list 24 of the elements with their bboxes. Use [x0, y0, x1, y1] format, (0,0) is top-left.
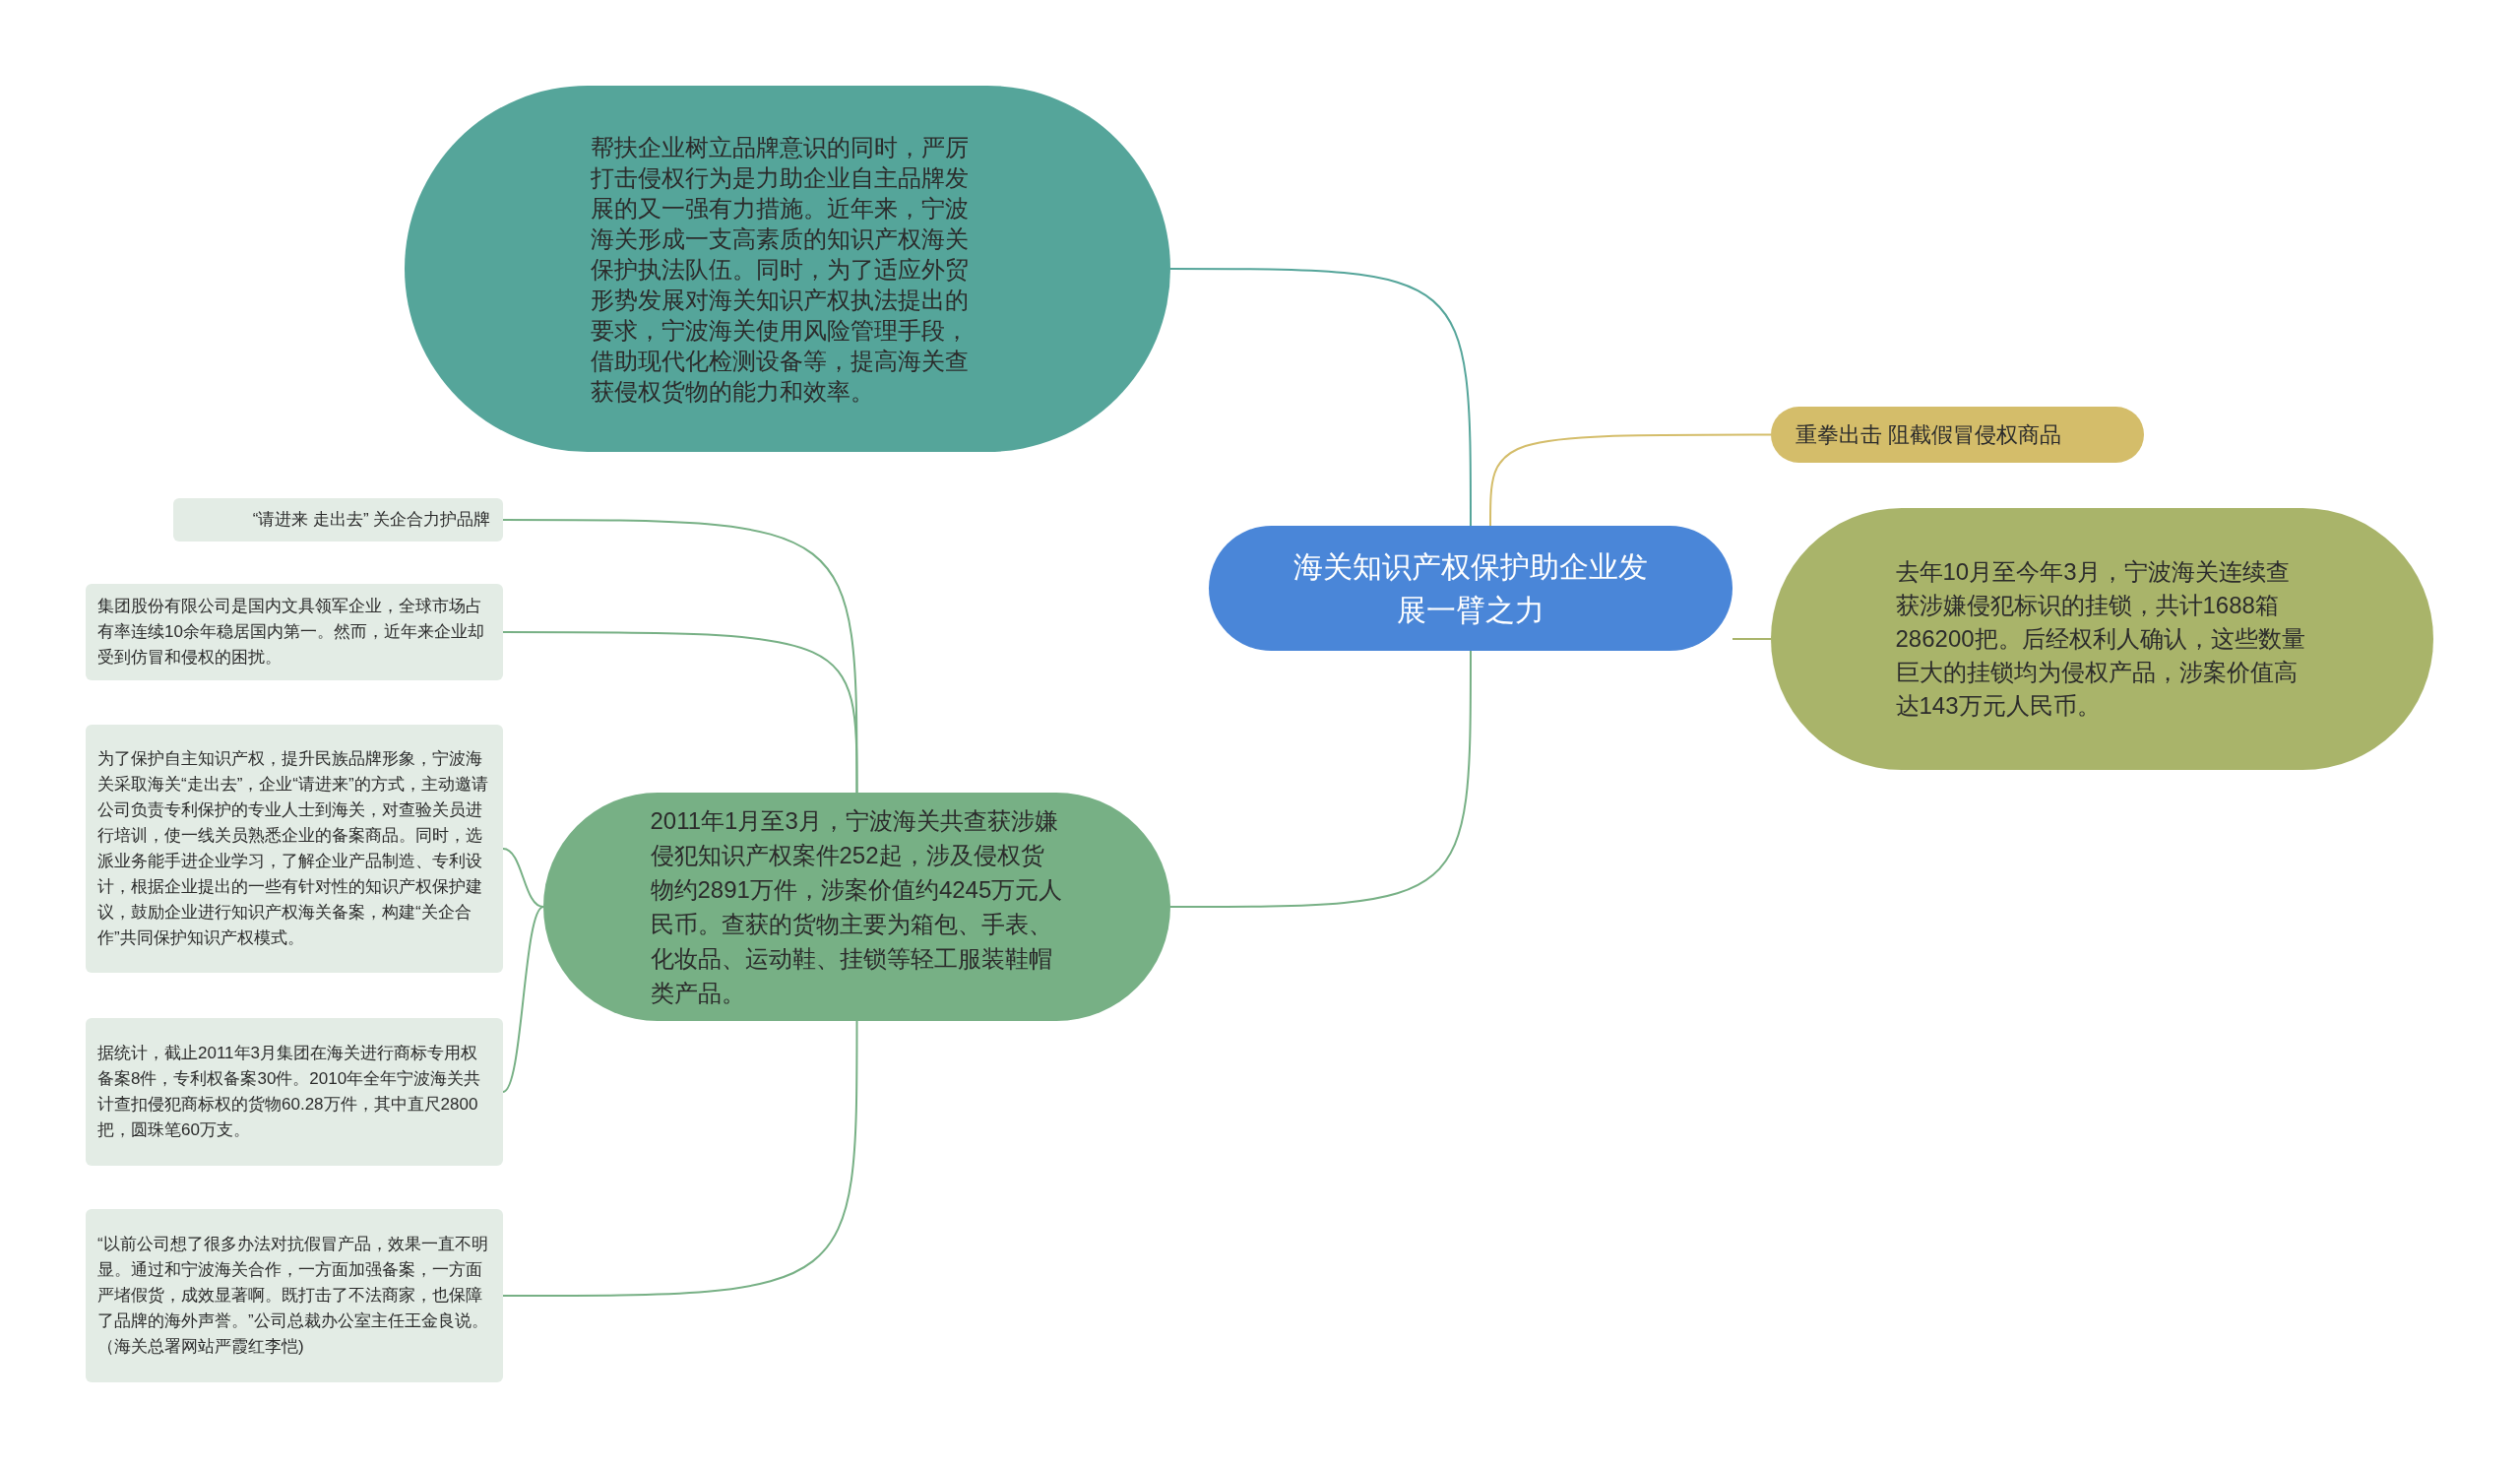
subtopic-card — [86, 584, 503, 680]
connector-line — [1169, 650, 1472, 908]
subtopic-card — [86, 1209, 503, 1382]
connector-line — [502, 906, 544, 1093]
topic-text: 帮扶企业树立品牌意识的同时，严厉打击侵权行为是力助企业自主品牌发展的又一强有力措施。近年来，宁波海关形成一支高素质的知识产权海关保护执法队伍。同时，为了适应外贸形势发展对海关知识产权执法提出的要求，宁波海关使用风险管理手段，借助现代化检测设备等，提高海关查获侵权货物的能力和效率。 — [591, 132, 970, 407]
topic-text: 重拳出击 阻截假冒侵权商品 — [1795, 420, 2062, 449]
topic-text: 2011年1月至3月，宁波海关共查获涉嫌侵犯知识产权案件252起，涉及侵权货物约2891万件，涉案价值约4245万元人民币。查获的货物主要为箱包、手表、化妆品、运动鞋、挂锁等轻工服装鞋帽类产品。 — [650, 806, 1064, 1008]
connector-line — [502, 631, 858, 794]
topic-text: 海关知识产权保护助企业发展一臂之力 — [1293, 548, 1648, 628]
connector-line — [1732, 638, 1772, 640]
topic-text: 集团股份有限公司是国内文具领军企业，全球市场占有率连续10余年稳居国内第一。然而，近年来企业却受到仿冒和侵权的困扰。 — [97, 596, 485, 669]
topic-pill — [1771, 407, 2144, 463]
subtopic-card — [86, 1018, 503, 1166]
connector-line — [1169, 268, 1472, 527]
topic-text: 去年10月至今年3月，宁波海关连续查获涉嫌侵犯标识的挂锁，共计1688箱286200把。后经权利人确认，这些数量巨大的挂锁均为侵权产品，涉案价值高达143万元人民币。 — [1895, 557, 2306, 721]
topic-text: 为了保护自主知识产权，提升民族品牌形象，宁波海关采取海关“走出去”，企业“请进来”的方式，主动邀请公司负责专利保护的专业人士到海关，对查验关员进行培训，使一线关员熟悉企业的备案商品。同时，选派业务能手进企业学习，了解企业产品制造、专利设计，根据企业提出的一些有针对性的知识产权保护建议，鼓励企业进行知识产权海关备案，构建“关企合作”共同保护知识产权模式。 — [97, 748, 489, 949]
topic-text: “请进来 走出去” 关企合力护品牌 — [251, 509, 491, 531]
connector-line — [1489, 433, 1772, 527]
subtopic-card — [173, 498, 503, 542]
topic-text: “以前公司想了很多办法对抗假冒产品，效果一直不明显。通过和宁波海关合作，一方面加强备案，一方面严堵假货，成效显著啊。既打击了不法商家，也保障了品牌的海外声誉。”公司总裁办公室主任王金良说。（海关总署网站严霞红李恺) — [97, 1234, 489, 1358]
topic-text: 据统计，截止2011年3月集团在海关进行商标专用权备案8件，专利权备案30件。2010年全年宁波海关共计查扣侵犯商标权的货物60.28万件，其中直尺2800把，圆珠笔60万支。 — [97, 1043, 482, 1141]
connector-line — [502, 1020, 858, 1297]
connector-line — [502, 848, 544, 908]
subtopic-card — [86, 725, 503, 973]
